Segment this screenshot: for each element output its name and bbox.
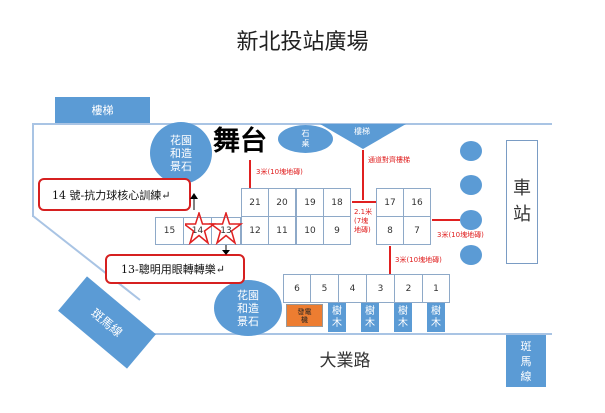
stall-19: 19 [296, 188, 324, 217]
stall-6: 6 [283, 274, 311, 303]
stall-17: 17 [376, 188, 404, 217]
stairs-top: 樓梯 [55, 97, 150, 123]
callout-13: 13-聰明用眼轉轉樂↵ [105, 254, 245, 284]
label-align-stairs: 通道對齊樓梯 [368, 156, 410, 164]
stall-1: 1 [422, 274, 450, 303]
road-name: 大業路 [319, 351, 371, 371]
stall-5: 5 [310, 274, 339, 303]
tree: 樹木 [328, 303, 346, 332]
plaza-top-edge [32, 123, 552, 125]
map-title: 新北投站廣場 [236, 30, 369, 55]
stall-15: 15 [155, 217, 184, 245]
arrow-right [432, 219, 460, 221]
pillar [460, 210, 482, 230]
stall-18: 18 [323, 188, 351, 217]
station: 車站 [506, 140, 538, 264]
callout-14: 14 號-抗力球核心訓練↵ [38, 178, 191, 211]
star-icon-13 [208, 212, 244, 246]
stall-4: 4 [338, 274, 367, 303]
stall-7: 7 [403, 216, 431, 245]
stall-11: 11 [268, 216, 296, 245]
stone-table: 石桌 [278, 125, 333, 153]
label-dist-right: 3米(10塊地磚) [437, 231, 484, 239]
tree: 樹木 [361, 303, 379, 332]
callout-arrows [190, 193, 230, 255]
arrow-stage [249, 160, 251, 188]
stall-13: 13 [211, 217, 241, 245]
stairs-triangle-shape [320, 124, 406, 149]
plaza-bottom-edge [140, 333, 552, 335]
arrow-gap [352, 201, 376, 203]
pillar [460, 141, 482, 161]
pillar [460, 245, 482, 265]
arrow-bottom [389, 246, 391, 274]
stall-12: 12 [241, 216, 269, 245]
stall-8: 8 [376, 216, 404, 245]
stall-3: 3 [366, 274, 395, 303]
tree: 樹木 [427, 303, 445, 332]
arrow-stairs [362, 150, 364, 200]
stall-2: 2 [394, 274, 423, 303]
generator: 發電機 [286, 304, 323, 327]
stall-10: 10 [296, 216, 324, 245]
garden-bottom: 花園和造景石 [214, 280, 282, 336]
stall-16: 16 [403, 188, 431, 217]
plaza-left-edge [32, 123, 34, 217]
stall-21: 21 [241, 188, 269, 217]
crosswalk-right: 斑馬線 [506, 335, 546, 387]
label-dist-gap: 2.1米(7塊地磚) [354, 208, 373, 234]
stall-20: 20 [268, 188, 296, 217]
stage: 舞台 [213, 126, 267, 157]
star-icons [185, 212, 244, 246]
pillar [460, 175, 482, 195]
garden-top: 花園和造景石 [150, 122, 212, 184]
stairs-triangle-label: 樓梯 [354, 127, 370, 136]
stall-9: 9 [323, 216, 351, 245]
label-dist-bottom: 3米(10塊地磚) [395, 256, 442, 264]
tree: 樹木 [394, 303, 412, 332]
label-dist-stage: 3米(10塊地磚) [256, 168, 303, 176]
